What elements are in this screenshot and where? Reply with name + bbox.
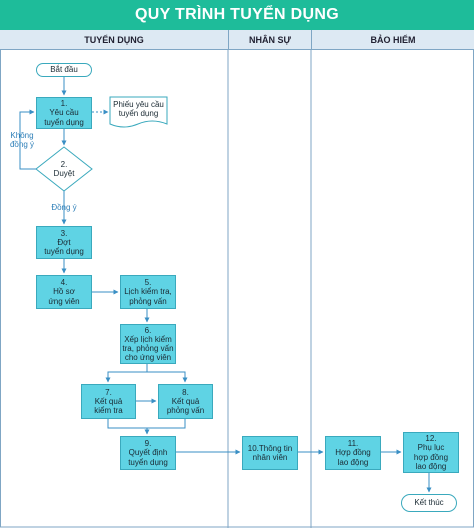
edge-2-1-reject bbox=[19, 109, 36, 170]
step-8-interview-result: 8. Kết quả phỏng vấn bbox=[158, 384, 213, 419]
edge-6-8 bbox=[147, 371, 188, 383]
step-4-candidate-profile: 4. Hồ sơ ứng viên bbox=[36, 275, 92, 309]
step-12-contract-appendix: 12. Phụ lục hợp đồng lao động bbox=[403, 432, 459, 473]
edge-8-9 bbox=[147, 419, 186, 429]
label-approve: Đồng ý bbox=[51, 203, 77, 212]
lane-header-recruitment: TUYỂN DỤNG bbox=[0, 30, 228, 50]
step-10-employee-info: 10.Thông tin nhân viên bbox=[242, 436, 298, 470]
page-title: QUY TRÌNH TUYỂN DỤNG bbox=[0, 0, 474, 30]
step-1-request: 1. Yêu cầu tuyển dụng bbox=[36, 97, 92, 129]
step-5-interview-schedule: 5. Lịch kiểm tra, phỏng vấn bbox=[120, 275, 176, 309]
end-terminal: Kết thúc bbox=[401, 494, 457, 512]
lane-header-hr: NHÂN SỰ bbox=[228, 30, 311, 50]
label-reject: Không đồng ý bbox=[9, 131, 35, 150]
start-terminal: Bắt đầu bbox=[36, 63, 92, 77]
edge-7-9 bbox=[107, 419, 150, 435]
document-shape bbox=[109, 96, 168, 128]
lane-header-insurance: BẢO HIỂM bbox=[311, 30, 474, 50]
step-11-labor-contract: 11. Hợp đồng lao động bbox=[325, 436, 381, 470]
edge-6-7 bbox=[105, 364, 148, 383]
step-6-arrange-schedule: 6. Xếp lịch kiểm tra, phỏng vấn cho ứng … bbox=[120, 324, 176, 364]
document-request-form: Phiếu yêu cầu tuyển dụng bbox=[113, 99, 164, 118]
step-7-test-result: 7. Kết quả kiểm tra bbox=[81, 384, 136, 419]
step-3-campaign: 3. Đợt tuyển dụng bbox=[36, 226, 92, 259]
step-9-hiring-decision: 9. Quyết định tuyển dụng bbox=[120, 436, 176, 470]
step-2-approve: 2. Duyệt bbox=[53, 159, 75, 178]
